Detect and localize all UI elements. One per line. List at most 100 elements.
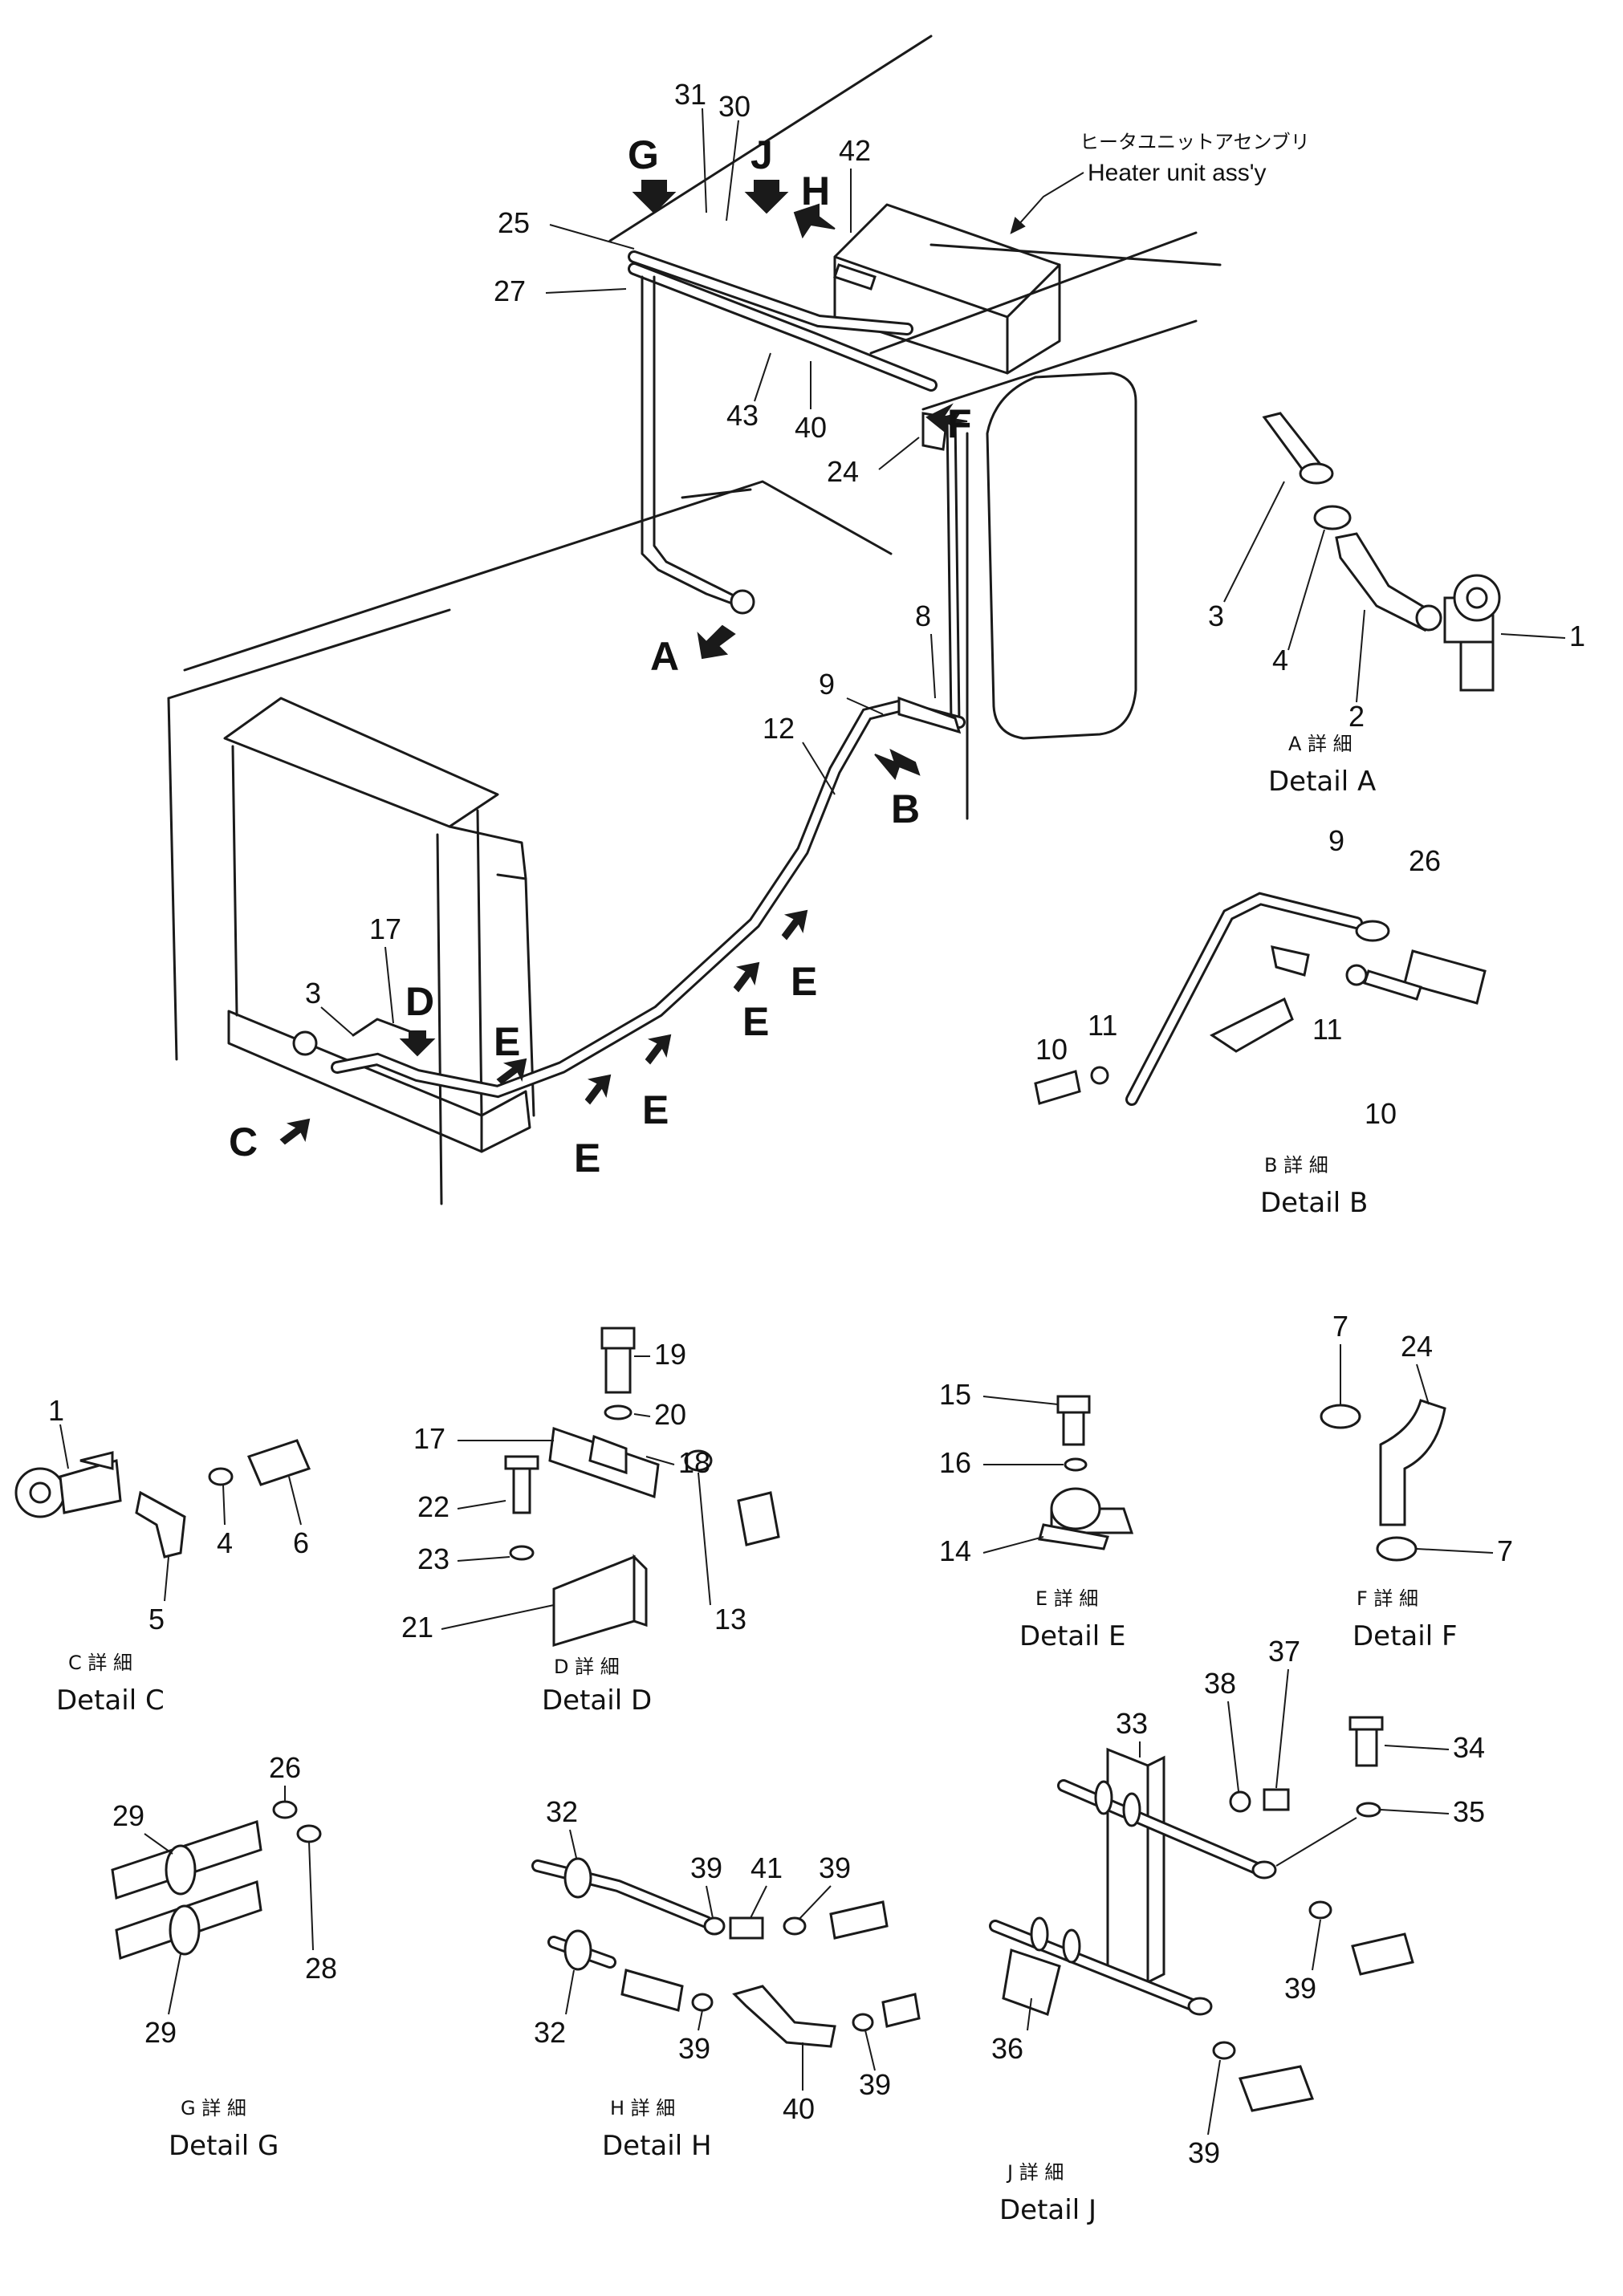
view-f-label: F — [947, 401, 972, 446]
callout-43: 43 — [726, 399, 759, 432]
callout-12: 12 — [763, 712, 795, 745]
view-e-label-3: E — [642, 1087, 669, 1132]
detail-g-callout-26: 26 — [269, 1751, 301, 1784]
detail-b-callout-26: 26 — [1409, 844, 1441, 877]
callout-17: 17 — [369, 912, 401, 945]
view-b-label: B — [891, 786, 920, 831]
detail-d-callout-18: 18 — [678, 1446, 710, 1479]
view-j-label: J — [750, 132, 773, 177]
detail-h: 32 39 41 39 32 39 40 39 H 詳 細 Detail H — [531, 1795, 921, 2162]
detail-h-callout-39b: 39 — [819, 1851, 851, 1884]
detail-d-callout-23: 23 — [417, 1542, 449, 1575]
detail-b-callout-11a: 11 — [1088, 1009, 1117, 1042]
heater-label-en: Heater unit ass'y — [1088, 160, 1267, 186]
detail-j-callout-35: 35 — [1453, 1795, 1485, 1828]
callout-31: 31 — [674, 78, 706, 111]
detail-d: 19 20 17 18 22 23 13 21 D 詳 細 Detail D — [401, 1327, 780, 1717]
detail-c-callout-1: 1 — [48, 1394, 64, 1427]
detail-a: 3 4 2 1 A 詳 細 Detail A — [1208, 412, 1585, 798]
detail-j-callout-39a: 39 — [1284, 1972, 1316, 2005]
detail-a-callout-2: 2 — [1348, 700, 1365, 733]
detail-c-caption-jp: C 詳 細 — [68, 1652, 132, 1674]
callout-8: 8 — [915, 599, 931, 632]
drain-valve-a — [730, 589, 755, 615]
detail-e-callout-14: 14 — [939, 1534, 971, 1567]
detail-b-caption-en: Detail B — [1260, 1187, 1368, 1219]
heater-label-jp: ヒータユニットアセンブリ — [1080, 131, 1310, 153]
detail-b-callout-10a: 10 — [1035, 1033, 1068, 1066]
detail-e: 15 16 14 E 詳 細 Detail E — [939, 1378, 1134, 1652]
callout-27: 27 — [494, 274, 526, 307]
heater-piping-main — [292, 250, 966, 1099]
detail-h-caption-en: Detail H — [602, 2130, 712, 2162]
callout-3: 3 — [305, 977, 321, 1010]
detail-d-callout-21: 21 — [401, 1611, 433, 1644]
detail-e-caption-jp: E 詳 細 — [1035, 1587, 1098, 1610]
callout-30: 30 — [718, 90, 750, 123]
detail-j-callout-37: 37 — [1268, 1635, 1300, 1668]
detail-c-callout-6: 6 — [293, 1526, 309, 1559]
detail-f-callout-7b: 7 — [1497, 1534, 1513, 1567]
detail-a-caption-jp: A 詳 細 — [1288, 733, 1352, 755]
view-c-label: C — [229, 1120, 258, 1164]
view-e-label-5: E — [791, 959, 817, 1004]
view-g-label: G — [628, 132, 659, 177]
view-d-label: D — [405, 979, 434, 1024]
view-e-label-4: E — [742, 999, 769, 1044]
view-e-label-2: E — [574, 1136, 600, 1181]
detail-b-callout-10b: 10 — [1365, 1097, 1397, 1130]
detail-a-callout-4: 4 — [1272, 644, 1288, 677]
detail-h-caption-jp: H 詳 細 — [610, 2097, 675, 2119]
detail-j-caption-jp: J 詳 細 — [1006, 2161, 1064, 2184]
detail-j-callout-36: 36 — [991, 2032, 1023, 2065]
detail-f: 7 24 7 F 詳 細 Detail F — [1320, 1310, 1513, 1652]
detail-b-callout-9: 9 — [1328, 824, 1344, 857]
detail-g-callout-28: 28 — [305, 1952, 337, 1985]
callout-25: 25 — [498, 206, 530, 239]
callout-9: 9 — [819, 668, 835, 701]
machine-body-outline — [167, 35, 1222, 1205]
detail-h-callout-40: 40 — [783, 2092, 815, 2125]
detail-h-callout-41: 41 — [750, 1851, 783, 1884]
detail-j-callout-39b: 39 — [1188, 2136, 1220, 2169]
detail-g-caption-jp: G 詳 細 — [181, 2097, 246, 2119]
detail-g-callout-29b: 29 — [144, 2016, 177, 2049]
detail-b-callout-11b: 11 — [1312, 1013, 1342, 1046]
detail-b: 9 26 11 11 10 10 B 詳 細 Detail B — [1034, 824, 1487, 1219]
detail-g-callout-29a: 29 — [112, 1799, 144, 1832]
detail-a-callout-3: 3 — [1208, 599, 1224, 632]
detail-d-caption-jp: D 詳 細 — [554, 1656, 620, 1678]
drain-valve-c — [292, 1030, 318, 1056]
detail-d-callout-19: 19 — [654, 1338, 686, 1371]
detail-j-callout-34: 34 — [1453, 1731, 1485, 1764]
callout-40: 40 — [795, 411, 827, 444]
detail-h-callout-32a: 32 — [546, 1795, 578, 1828]
detail-c-callout-4: 4 — [217, 1526, 233, 1559]
detail-d-callout-13: 13 — [714, 1603, 746, 1636]
detail-b-caption-jp: B 詳 細 — [1264, 1154, 1328, 1176]
detail-d-callout-17: 17 — [413, 1422, 445, 1455]
detail-h-callout-39c: 39 — [678, 2032, 710, 2065]
detail-c-callout-5: 5 — [148, 1603, 165, 1636]
detail-d-caption-en: Detail D — [542, 1684, 652, 1717]
callout-42: 42 — [839, 134, 871, 167]
detail-g: 26 29 28 29 G 詳 細 Detail G — [111, 1751, 337, 2162]
detail-h-callout-32b: 32 — [534, 2016, 566, 2049]
detail-j-callout-33: 33 — [1116, 1707, 1148, 1740]
detail-c-caption-en: Detail C — [56, 1684, 165, 1717]
view-e-label-1: E — [494, 1019, 520, 1064]
detail-e-callout-15: 15 — [939, 1378, 971, 1411]
callout-24: 24 — [827, 455, 859, 488]
detail-a-callout-1: 1 — [1569, 620, 1585, 652]
detail-j-caption-en: Detail J — [999, 2194, 1096, 2226]
detail-j-callout-38: 38 — [1204, 1667, 1236, 1700]
detail-e-caption-en: Detail E — [1019, 1620, 1125, 1652]
detail-f-callout-24: 24 — [1401, 1330, 1433, 1363]
detail-g-caption-en: Detail G — [169, 2130, 279, 2162]
detail-h-callout-39d: 39 — [859, 2068, 891, 2101]
detail-e-callout-16: 16 — [939, 1446, 971, 1479]
main-view-labels: ヒータユニットアセンブリ Heater unit ass'y G J H F A… — [229, 78, 1310, 1181]
detail-f-callout-7a: 7 — [1332, 1310, 1348, 1343]
